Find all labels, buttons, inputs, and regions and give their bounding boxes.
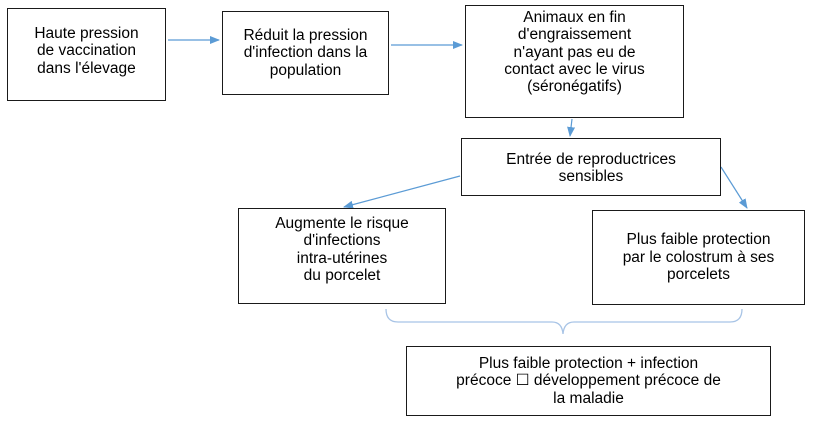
node-colostrum-label: Plus faible protection par le colostrum … — [622, 231, 775, 284]
arrow-entree-to-colostrum — [720, 166, 748, 209]
node-risque-label: Augmente le risque d'infections intra-ut… — [275, 215, 409, 285]
node-pression: Réduit la pression d'infection dans la p… — [222, 11, 389, 95]
node-final-label: Plus faible protection + infection préco… — [456, 354, 721, 407]
node-entree-label: Entrée de reproductrices sensibles — [506, 151, 676, 186]
node-animaux: Animaux en fin d'engraissement n'ayant p… — [465, 5, 684, 118]
arrow-entree-to-risque — [343, 175, 461, 209]
node-final: Plus faible protection + infection préco… — [406, 346, 771, 416]
node-vaccination-label: Haute pression de vaccination dans l'éle… — [34, 25, 139, 77]
node-pression-label: Réduit la pression d'infection dans la p… — [243, 27, 368, 79]
grouping-brace — [385, 308, 743, 335]
arrow-animaux-to-entree — [567, 118, 576, 137]
node-risque: Augmente le risque d'infections intra-ut… — [238, 208, 446, 304]
node-vaccination: Haute pression de vaccination dans l'éle… — [7, 8, 166, 101]
node-entree: Entrée de reproductrices sensibles — [461, 138, 721, 196]
node-colostrum: Plus faible protection par le colostrum … — [592, 210, 805, 305]
node-animaux-label: Animaux en fin d'engraissement n'ayant p… — [504, 9, 645, 96]
